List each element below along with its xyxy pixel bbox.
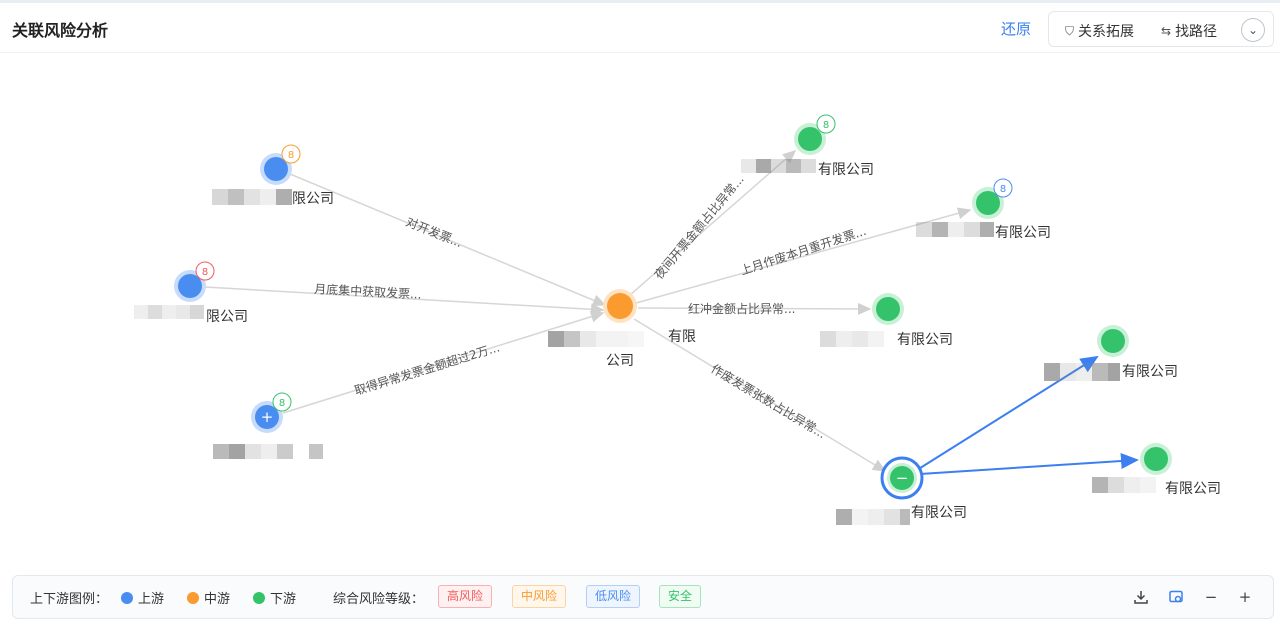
edge-downstream-3[interactable]: 红冲金额占比异常... xyxy=(637,301,872,316)
edge-label: 作废发票张数占比异常... xyxy=(708,361,828,442)
edge-label: 夜间开票金额占比异常... xyxy=(651,172,747,282)
center-label-line2: 公司 xyxy=(606,353,634,369)
page-title: 关联风险分析 xyxy=(12,21,109,40)
sub-downstream-node[interactable]: 有限公司 xyxy=(1092,443,1221,497)
upstream-node-expandable[interactable]: + 8 xyxy=(213,392,323,459)
swap-icon: ⇆ xyxy=(1161,24,1172,38)
header: 关联风险分析 还原 ⛉ 关系拓展 ⇆ 找路径 ⌄ xyxy=(0,3,1280,53)
node-badge: 8 xyxy=(279,398,285,409)
edge-upstream-3[interactable]: 取得异常发票金额超过2万... xyxy=(282,310,605,414)
midstream-dot-icon xyxy=(187,591,199,604)
top-accent-bar xyxy=(0,0,1280,3)
node-label: 有限公司 xyxy=(818,162,874,178)
node-label: 限公司 xyxy=(292,191,334,207)
legend-bar: 上下游图例： 上游 中游 下游 综合风险等级： 高风险 中风险 低风险 安全 −… xyxy=(12,575,1274,619)
downstream-node[interactable]: 有限公司 xyxy=(820,293,953,348)
edge-label: 月底集中获取发票... xyxy=(314,281,422,302)
legend-downstream-label: 下游 xyxy=(270,592,297,607)
legend-upstream: 上游 xyxy=(121,588,164,607)
legend-title: 上下游图例： xyxy=(30,592,109,607)
node-label: 有限公司 xyxy=(911,505,967,521)
center-node[interactable]: 有限 公司 xyxy=(548,289,696,369)
downstream-node[interactable]: 8 有限公司 xyxy=(916,178,1051,241)
downstream-node-selected[interactable]: − 有限公司 xyxy=(836,456,967,525)
risk-tag-safe[interactable]: 安全 xyxy=(659,585,702,608)
download-icon[interactable] xyxy=(1130,586,1152,608)
relation-expand-label: 关系拓展 xyxy=(1078,24,1135,40)
edge-upstream-2[interactable]: 月底集中获取发票... xyxy=(204,281,605,316)
zoom-in-icon[interactable]: + xyxy=(1238,588,1252,606)
edge-label: 对开发票... xyxy=(404,214,465,250)
node-badge: 8 xyxy=(288,150,294,161)
legend-downstream: 下游 xyxy=(253,588,296,607)
edge-label: 红冲金额占比异常... xyxy=(688,301,795,316)
node-label: 有限公司 xyxy=(1122,364,1178,380)
node-badge: 8 xyxy=(202,267,208,278)
restore-button[interactable]: 还原 xyxy=(1001,20,1032,38)
risk-tag-medium[interactable]: 中风险 xyxy=(512,585,567,608)
view-icon[interactable] xyxy=(1165,586,1187,608)
sub-downstream-node[interactable]: 有限公司 xyxy=(1044,325,1178,381)
find-path-button[interactable]: ⇆ 找路径 xyxy=(1161,21,1217,41)
chevron-down-icon[interactable]: ⌄ xyxy=(1241,18,1265,42)
upstream-node[interactable]: 8 限公司 xyxy=(212,144,334,207)
risk-title: 综合风险等级： xyxy=(333,592,425,607)
upstream-node[interactable]: 8 限公司 xyxy=(134,261,248,325)
node-badge: 8 xyxy=(823,120,829,131)
risk-tag-high[interactable]: 高风险 xyxy=(438,585,493,608)
downstream-dot-icon xyxy=(253,591,265,604)
plus-icon[interactable]: + xyxy=(261,408,274,426)
toolbar: ⛉ 关系拓展 ⇆ 找路径 ⌄ xyxy=(1048,11,1274,47)
risk-tag-low[interactable]: 低风险 xyxy=(586,585,641,608)
node-badge: 8 xyxy=(1000,184,1006,195)
relation-expand-button[interactable]: ⛉ 关系拓展 xyxy=(1065,21,1134,41)
relation-graph[interactable]: 对开发票... 月底集中获取发票... 取得异常发票金额超过2万... 夜间开票… xyxy=(0,53,1280,570)
upstream-dot-icon xyxy=(121,591,133,604)
downstream-node[interactable]: 8 有限公司 xyxy=(741,114,874,178)
find-path-label: 找路径 xyxy=(1175,24,1218,40)
zoom-out-icon[interactable]: − xyxy=(1204,588,1218,606)
node-label: 有限公司 xyxy=(897,332,953,348)
center-label-line1: 有限 xyxy=(668,329,696,345)
shield-icon: ⛉ xyxy=(1065,23,1075,38)
node-label: 限公司 xyxy=(206,309,248,325)
edge-label: 上月作废本月重开发票... xyxy=(738,223,868,278)
edge-highlight-2[interactable] xyxy=(919,453,1139,475)
minus-icon[interactable]: − xyxy=(896,469,909,487)
edge-highlight-1[interactable] xyxy=(916,355,1099,471)
edge-label: 取得异常发票金额超过2万... xyxy=(352,339,501,398)
legend-upstream-label: 上游 xyxy=(138,592,165,607)
legend-midstream-label: 中游 xyxy=(204,592,231,607)
node-label: 有限公司 xyxy=(995,225,1051,241)
legend-midstream: 中游 xyxy=(187,588,230,607)
node-label: 有限公司 xyxy=(1165,481,1221,497)
